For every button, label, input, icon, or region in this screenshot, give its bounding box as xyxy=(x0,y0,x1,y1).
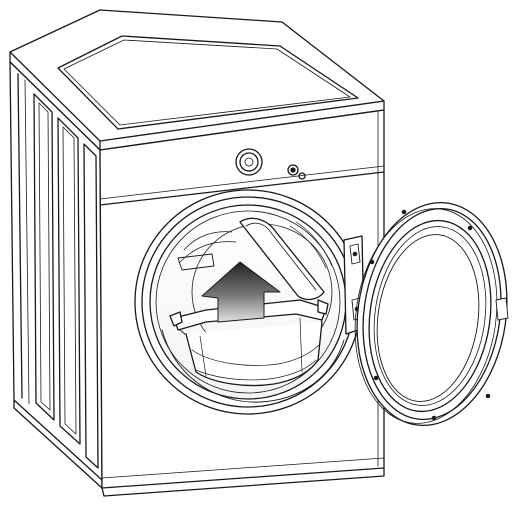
button-icon xyxy=(287,164,306,180)
up-arrow-icon xyxy=(201,261,281,323)
knob-icon xyxy=(235,148,263,176)
rack-icon xyxy=(169,217,329,387)
side-panel-icon xyxy=(9,61,103,489)
door-icon xyxy=(354,201,509,427)
